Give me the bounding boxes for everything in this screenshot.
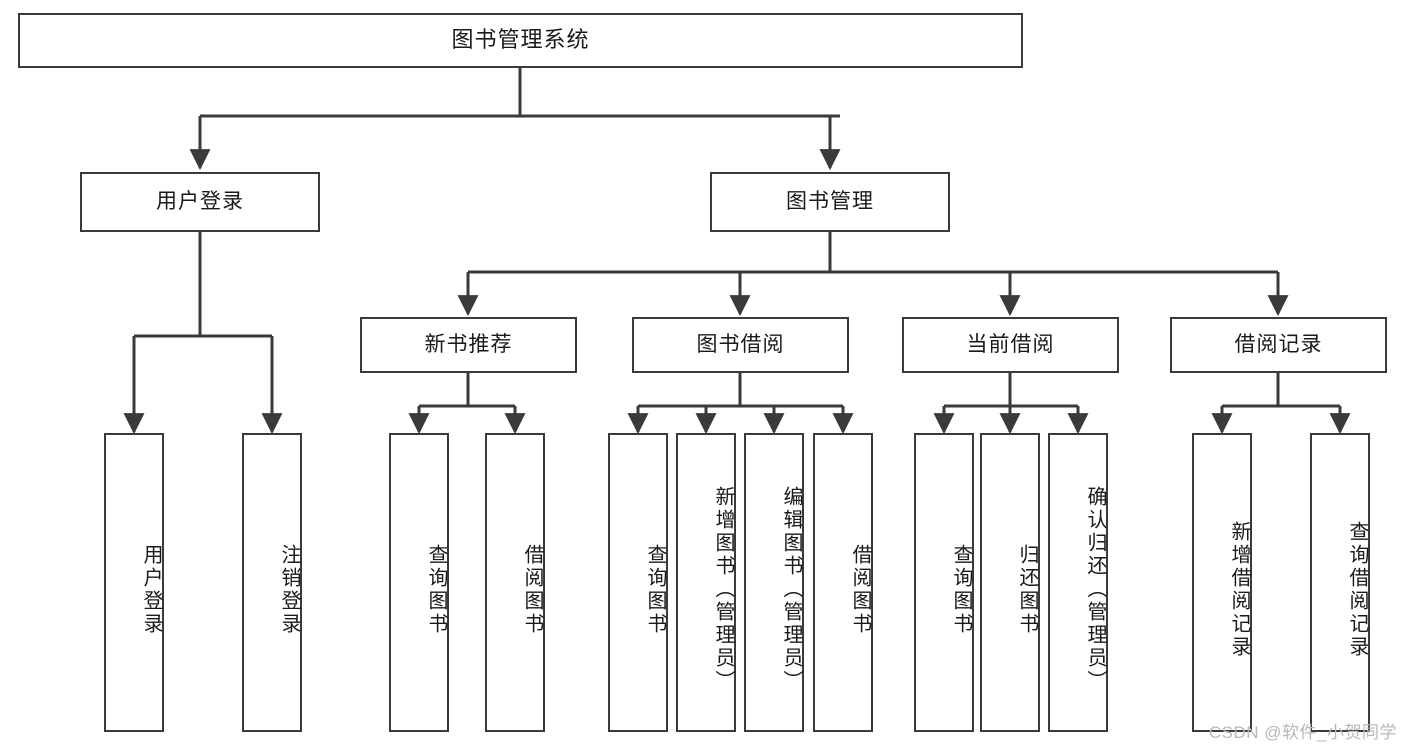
node-leaf-add-book[interactable]: 新增图书（管理员） (676, 433, 736, 732)
node-label: 当前借阅 (966, 333, 1055, 357)
node-leaf-logout-login[interactable]: 注销登录 (242, 433, 302, 732)
node-book-borrow[interactable]: 图书借阅 (632, 317, 849, 373)
node-label: 新增图书（管理员） (712, 486, 734, 693)
node-book-management[interactable]: 图书管理 (710, 172, 950, 232)
node-label: 用户登录 (140, 543, 162, 636)
node-leaf-return-book[interactable]: 归还图书 (980, 433, 1040, 732)
node-label: 新书推荐 (424, 333, 513, 357)
node-leaf-query-book-recommend[interactable]: 查询图书 (389, 433, 449, 732)
node-leaf-confirm-return[interactable]: 确认归还（管理员） (1048, 433, 1108, 732)
node-label: 图书借阅 (696, 333, 785, 357)
node-label: 借阅记录 (1234, 333, 1323, 357)
node-leaf-borrow-book-borrow[interactable]: 借阅图书 (813, 433, 873, 732)
node-label: 借阅图书 (521, 543, 543, 636)
node-leaf-add-borrow-record[interactable]: 新增借阅记录 (1192, 433, 1252, 732)
node-label: 图书管理 (786, 190, 874, 214)
node-root-book-management-system[interactable]: 图书管理系统 (18, 13, 1023, 68)
node-label: 确认归还（管理员） (1084, 486, 1106, 693)
node-leaf-query-book-current[interactable]: 查询图书 (914, 433, 974, 732)
node-user-login[interactable]: 用户登录 (80, 172, 320, 232)
node-label: 查询图书 (950, 543, 972, 636)
node-label: 借阅图书 (849, 543, 871, 636)
node-new-book-recommend[interactable]: 新书推荐 (360, 317, 577, 373)
node-label: 编辑图书（管理员） (780, 486, 802, 693)
node-label: 查询借阅记录 (1346, 520, 1368, 659)
node-leaf-query-book-borrow[interactable]: 查询图书 (608, 433, 668, 732)
node-leaf-query-borrow-record[interactable]: 查询借阅记录 (1310, 433, 1370, 732)
node-leaf-borrow-book-recommend[interactable]: 借阅图书 (485, 433, 545, 732)
node-label: 查询图书 (644, 543, 666, 636)
node-borrow-record[interactable]: 借阅记录 (1170, 317, 1387, 373)
node-label: 用户登录 (156, 190, 244, 214)
node-leaf-edit-book[interactable]: 编辑图书（管理员） (744, 433, 804, 732)
node-current-borrow[interactable]: 当前借阅 (902, 317, 1119, 373)
node-label: 新增借阅记录 (1228, 520, 1250, 659)
node-label: 图书管理系统 (451, 27, 590, 53)
node-label: 查询图书 (425, 543, 447, 636)
node-leaf-user-login[interactable]: 用户登录 (104, 433, 164, 732)
csdn-watermark: CSDN @软件_小贺同学 (1208, 723, 1397, 742)
node-label: 注销登录 (278, 543, 300, 636)
node-label: 归还图书 (1016, 543, 1038, 636)
